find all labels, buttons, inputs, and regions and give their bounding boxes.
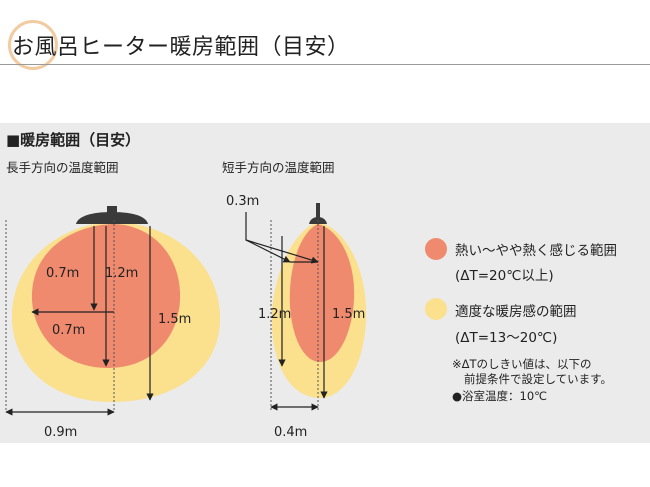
legend-hot-swatch — [425, 238, 447, 260]
short-pointer-line-1 — [245, 212, 291, 263]
note-line-2: 前提条件で設定しています。 — [464, 372, 613, 386]
note-line-3: ●浴室温度：10℃ — [452, 389, 548, 403]
legend-hot-range: (ΔT=20℃以上) — [455, 268, 554, 284]
long-dim-label-warm-width: 0.9m — [44, 425, 77, 440]
legend-warm-swatch — [425, 298, 447, 320]
section-title: ■暖房範囲（目安） — [6, 131, 141, 149]
short-dim-label-hot-depth: 1.2m — [258, 307, 291, 322]
long-heater-icon — [76, 212, 148, 224]
long-view-label: 長手方向の温度範囲 — [6, 160, 119, 175]
long-heater-mount — [107, 206, 117, 214]
short-heater-mount — [316, 203, 320, 218]
short-dim-label-warm-depth: 1.5m — [332, 307, 365, 322]
legend-warm-range: (ΔT=13～20℃) — [455, 330, 558, 346]
long-dim-label-hot-width: 0.7m — [52, 323, 85, 338]
page-title: お風呂ヒーター暖房範囲（目安） — [12, 35, 350, 60]
header: お風呂ヒーター暖房範囲（目安） — [0, 0, 650, 70]
header-divider — [0, 64, 650, 65]
short-view-label: 短手方向の温度範囲 — [222, 160, 335, 175]
header-circle-decoration — [8, 20, 58, 70]
short-dim-label-offset: 0.3m — [226, 194, 259, 209]
long-dim-label-hot-side: 0.7m — [46, 266, 79, 281]
long-dim-label-warm-depth: 1.5m — [158, 312, 191, 327]
long-dim-label-hot-center: 1.2m — [105, 266, 138, 281]
legend-warm-label: 適度な暖房感の範囲 — [455, 304, 577, 320]
legend-hot-label: 熱い～やや熱く感じる範囲 — [455, 243, 617, 259]
short-dim-label-warm-width: 0.4m — [274, 425, 307, 440]
note-line-1: ※ΔTのしきい値は、以下の — [452, 357, 592, 371]
